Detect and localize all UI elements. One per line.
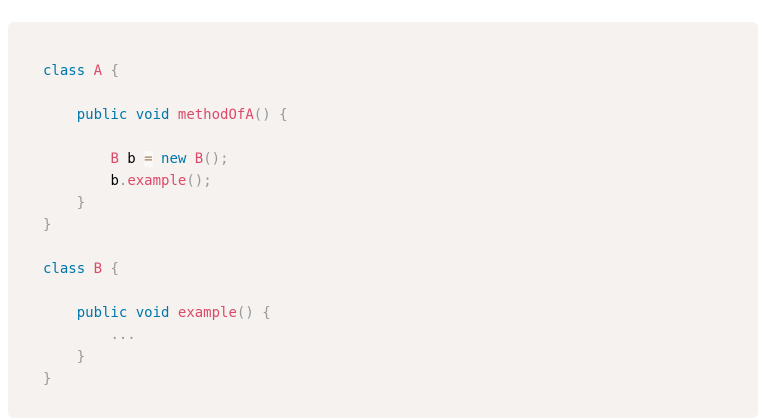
code-line: public void example() { [43,302,738,324]
code-token-punctuation: ) [211,151,221,167]
code-token-plain: b [118,151,145,167]
code-token-plain: b [110,173,119,189]
code-token-punctuation: ) [245,305,254,321]
code-token-class-name: B [110,151,119,167]
code-token-keyword: void [135,107,170,123]
code-token-plain [186,151,194,167]
code-token-keyword: void [135,305,170,321]
code-token-punctuation: ; [220,151,229,167]
code-token-plain [254,305,262,321]
code-token-punctuation: { [110,261,119,277]
code-line: class A { [43,60,738,82]
code-token-punctuation: ... [110,327,136,343]
code-token-plain [169,107,177,123]
code-token-punctuation: } [76,349,86,365]
code-token-keyword: new [161,151,187,167]
code-token-class-name: A [93,63,103,79]
code-line [43,126,738,148]
code-token-plain [43,305,77,321]
code-line: ... [43,324,738,346]
code-token-operator: = [144,151,153,167]
code-token-plain [43,151,110,167]
code-token-plain [43,349,77,365]
code-line: b.example(); [43,170,738,192]
code-token-class-name: B [194,151,204,167]
code-token-plain [271,107,279,123]
code-token-punctuation: { [279,107,288,123]
code-token-plain [43,327,110,343]
code-token-punctuation: } [43,217,52,233]
code-token-punctuation: } [76,195,86,211]
code-token-plain [127,107,135,123]
code-token-keyword: class [43,63,86,79]
code-token-plain [43,107,77,123]
code-token-plain [85,63,93,79]
code-line: B b = new B(); [43,148,738,170]
code-token-function: example [127,173,187,189]
code-token-punctuation: ( [236,305,246,321]
code-token-punctuation: ) [194,173,204,189]
code-token-class-name: B [93,261,103,277]
code-line: public void methodOfA() { [43,104,738,126]
code-token-punctuation: { [110,63,119,79]
code-line [43,280,738,302]
code-line: } [43,346,738,368]
code-token-plain [169,305,177,321]
code-token-plain [85,261,93,277]
code-token-punctuation: } [43,371,52,387]
code-token-keyword: public [76,305,128,321]
code-block: class A { public void methodOfA() { B b … [8,22,758,418]
code-token-punctuation: ( [186,173,195,189]
code-line [43,82,738,104]
code-line [43,236,738,258]
code-token-function: methodOfA [177,107,254,123]
code-token-punctuation: { [262,305,271,321]
code-token-punctuation: ) [262,107,271,123]
code-token-plain [43,195,77,211]
code-line: } [43,368,738,390]
code-line: } [43,192,738,214]
code-token-punctuation: ( [253,107,263,123]
code-token-keyword: public [76,107,128,123]
code-line: } [43,214,738,236]
code-token-plain [43,173,110,189]
code-token-function: example [177,305,237,321]
code-token-punctuation: ( [203,151,212,167]
code-token-punctuation: ; [203,173,212,189]
code-token-plain [153,151,161,167]
code-token-punctuation: . [118,173,128,189]
code-token-plain [127,305,135,321]
code-line: class B { [43,258,738,280]
code-token-keyword: class [43,261,86,277]
